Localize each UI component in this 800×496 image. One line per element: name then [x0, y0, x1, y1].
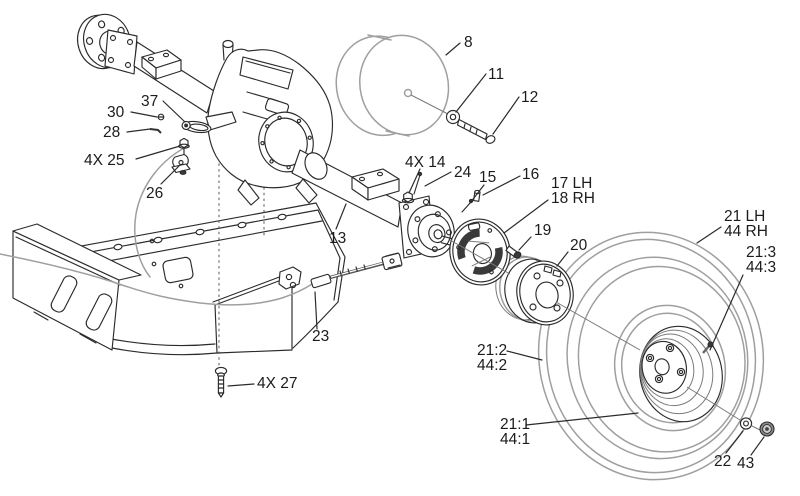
washer-22	[739, 417, 753, 430]
callout-20: 20	[570, 237, 588, 254]
fill-plug	[222, 39, 234, 49]
axle-centerline-hardware	[449, 239, 775, 437]
leader-30	[130, 111, 158, 118]
leader-11	[455, 73, 487, 113]
leader-213	[709, 274, 744, 351]
leader-13	[335, 203, 347, 230]
leader-24	[424, 171, 452, 187]
callout-44-3: 44:3	[746, 259, 776, 276]
leader-43	[750, 436, 765, 456]
brake-cable-run	[0, 145, 313, 306]
callout-18rh: 18 RH	[551, 190, 595, 207]
leader-211	[525, 412, 639, 426]
leader-37	[162, 100, 186, 123]
callout-21-2: 21:2	[477, 342, 507, 359]
leader-25	[135, 145, 181, 160]
callout-15: 15	[479, 169, 496, 186]
callout-labels: 8 11 12 30 37 28 4X 25 26 13 4X 14 24 15…	[84, 34, 776, 472]
callout-17lh: 17 LH	[551, 175, 592, 192]
washer-11	[445, 109, 461, 125]
callout-21-1: 21:1	[500, 416, 530, 433]
axle-mount-plate	[104, 29, 138, 75]
axle-hub-assembly	[398, 171, 481, 259]
fan-disc-assembly	[335, 34, 496, 144]
leader-23	[314, 291, 318, 330]
wheel-hub	[407, 204, 457, 258]
cable-23-end	[310, 252, 403, 289]
leader-212	[506, 350, 543, 361]
transaxle-top-cover	[239, 56, 294, 90]
leader-lines	[126, 42, 765, 456]
clip-28	[149, 128, 162, 134]
rim-lug-studs	[645, 343, 686, 384]
callout-21lh: 21 LH	[724, 208, 765, 225]
brake-shoe-assembly	[449, 218, 522, 286]
callout-37: 37	[141, 93, 158, 110]
leader-17-18	[503, 199, 549, 234]
leader-20	[556, 251, 569, 267]
callout-44-1: 44:1	[500, 431, 530, 448]
callout-11: 11	[488, 66, 504, 83]
callout-44rh: 44 RH	[724, 223, 768, 240]
lock-nut-43	[759, 421, 775, 437]
leader-22	[725, 430, 744, 454]
callout-30: 30	[107, 104, 125, 121]
leader-26	[160, 165, 180, 185]
callout-13: 13	[329, 230, 346, 247]
leader-15	[469, 184, 485, 204]
valve-stem	[702, 345, 710, 354]
callout-14: 4X 14	[405, 154, 446, 171]
callout-24: 24	[454, 164, 472, 181]
callout-28: 28	[103, 124, 120, 141]
leader-16	[482, 175, 521, 196]
pin-15	[461, 201, 472, 213]
pin-24	[413, 174, 421, 195]
leader-8	[445, 42, 461, 56]
right-axle-tube	[291, 149, 403, 228]
callout-12: 12	[521, 89, 538, 106]
frame-weldment	[12, 152, 346, 366]
bolt-16	[473, 189, 481, 202]
callout-27: 4X 27	[257, 375, 298, 392]
flange-nut-14	[401, 191, 415, 204]
callout-8: 8	[464, 34, 473, 51]
callout-25: 4X 25	[84, 152, 125, 169]
leader-19	[518, 236, 532, 251]
callout-21-3: 21:3	[746, 244, 776, 261]
callout-19: 19	[534, 222, 551, 239]
callout-16: 16	[522, 166, 539, 183]
leader-27	[227, 383, 255, 387]
tire-and-rim	[537, 231, 765, 481]
bolt-27	[214, 366, 228, 398]
callout-26: 26	[146, 185, 163, 202]
callout-22: 22	[714, 453, 731, 470]
left-axle-assembly	[76, 13, 215, 114]
bolt-12	[456, 118, 488, 141]
leader-14	[408, 168, 421, 194]
callout-43: 43	[737, 455, 754, 472]
leader-21lh	[696, 226, 722, 244]
leader-28	[126, 128, 151, 133]
callout-23: 23	[312, 328, 329, 345]
brake-lever-parts	[149, 111, 237, 175]
leader-12	[492, 96, 520, 135]
lever-37	[181, 120, 212, 134]
callout-44-2: 44:2	[477, 357, 507, 374]
cable-clamp-26	[171, 153, 191, 175]
